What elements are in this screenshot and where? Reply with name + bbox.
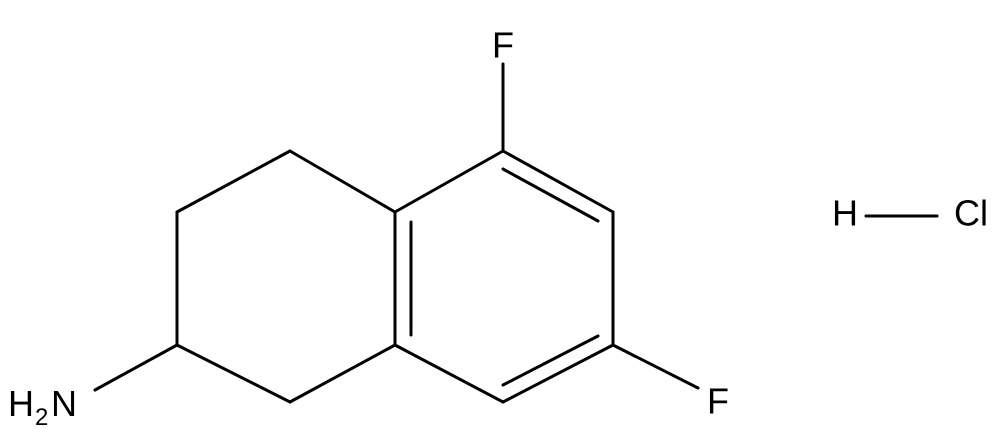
bond-c8-c8a [393,343,505,404]
amine-subscript-label: 2 [35,404,48,431]
bond-c7-c8-inner [501,334,600,387]
hcl-cl-label: Cl [954,193,988,234]
bond-c2-n [93,343,179,392]
fluorine-bottom-label: F [707,381,729,422]
bond-c4-c4a [288,149,397,214]
bond-c7-c8 [501,343,615,404]
amine-h-label: H [8,383,34,424]
bond-c2-c1 [175,343,292,404]
bond-c1-c8a [288,343,397,404]
bond-c5-c6 [501,149,615,214]
fluorine-top-label: F [492,25,514,66]
bond-c5-c6-inner [501,167,600,223]
hcl-h-label: H [832,193,858,234]
bond-c4a-c5 [393,149,505,214]
amine-n-label: N [51,383,77,424]
bond-c7-f [611,343,700,390]
bond-c3-c4 [175,149,292,214]
